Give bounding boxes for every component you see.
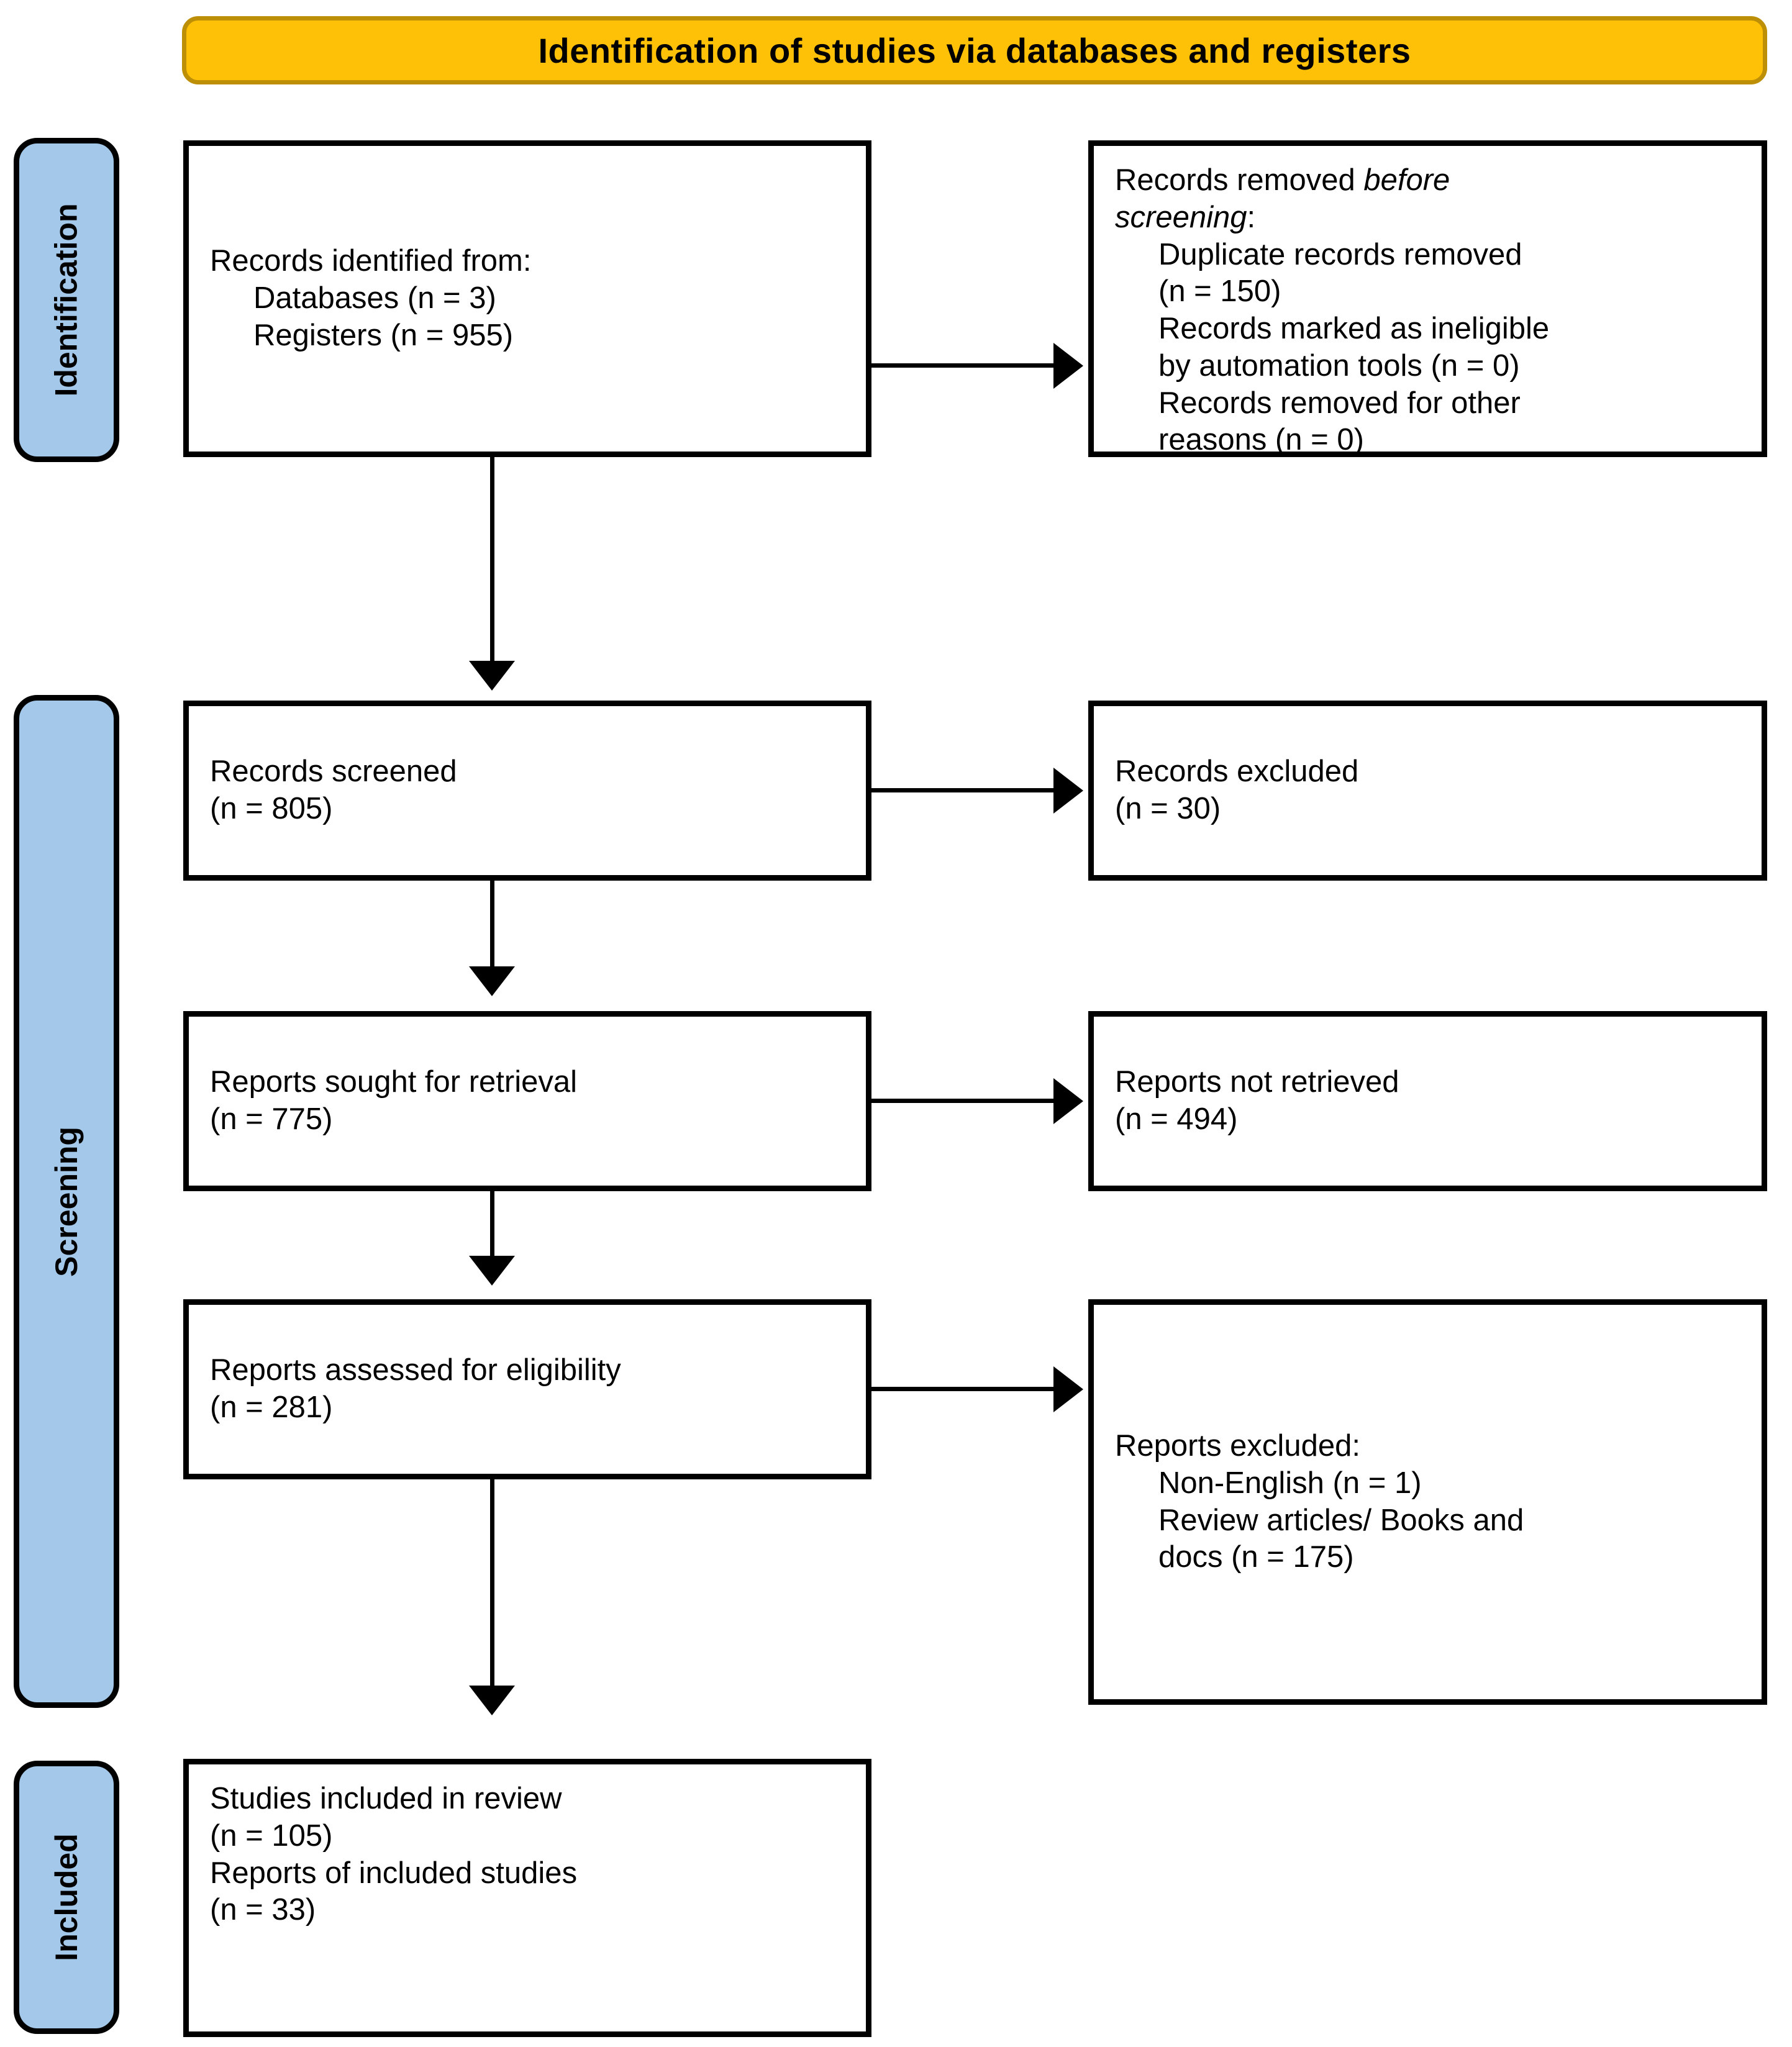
box-reports-assessed-text: Reports assessed for eligibility (n = 28…: [189, 1352, 642, 1427]
records-identified-databases: Databases (n = 3): [253, 281, 496, 315]
connector-line-screened-to-excluded: [871, 788, 1057, 792]
reports-sought-count: (n = 775): [210, 1102, 333, 1136]
reports-excluded-review-line1: Review articles/ Books and: [1158, 1503, 1524, 1537]
phase-label-identification: Identification: [49, 203, 84, 397]
reports-not-retrieved-label: Reports not retrieved: [1115, 1065, 1399, 1099]
arrowhead-right-to-reports-excluded: [1053, 1366, 1083, 1412]
box-records-screened: Records screened (n = 805): [183, 701, 871, 881]
removed-ineligible-line1: Records marked as ineligible: [1158, 312, 1550, 346]
reports-of-included-count: (n = 33): [210, 1893, 316, 1927]
arrowhead-down-to-assessed: [469, 1256, 515, 1286]
reports-of-included-label: Reports of included studies: [210, 1856, 578, 1890]
records-screened-label: Records screened: [210, 755, 457, 789]
connector-line-sought-to-assessed: [490, 1191, 494, 1262]
box-records-identified: Records identified from: Databases (n = …: [183, 140, 871, 457]
phase-label-screening: Screening: [49, 1126, 84, 1277]
box-reports-excluded-text: Reports excluded: Non-English (n = 1) Re…: [1094, 1428, 1545, 1576]
removed-ineligible-line2: by automation tools (n = 0): [1158, 348, 1520, 383]
box-records-excluded: Records excluded (n = 30): [1088, 701, 1767, 881]
box-records-excluded-text: Records excluded (n = 30): [1094, 753, 1380, 828]
box-records-removed-text: Records removed before screening: Duplic…: [1094, 146, 1570, 459]
reports-sought-label: Reports sought for retrieval: [210, 1065, 577, 1099]
connector-line-identified-to-screened: [490, 457, 494, 666]
connector-line-assessed-to-included: [490, 1479, 494, 1691]
reports-excluded-label: Reports excluded:: [1115, 1428, 1360, 1463]
arrowhead-right-to-not-retrieved: [1053, 1078, 1083, 1124]
phase-tab-included: Included: [14, 1761, 119, 2034]
removed-before-colon: :: [1247, 200, 1256, 234]
box-reports-not-retrieved-text: Reports not retrieved (n = 494): [1094, 1064, 1421, 1138]
studies-included-count: (n = 105): [210, 1818, 333, 1853]
box-records-removed-before-screening: Records removed before screening: Duplic…: [1088, 140, 1767, 457]
box-reports-assessed-for-eligibility: Reports assessed for eligibility (n = 28…: [183, 1299, 871, 1479]
removed-before-italic-screening: screening: [1115, 200, 1247, 234]
connector-line-screened-to-sought: [490, 881, 494, 973]
reports-excluded-non-english: Non-English (n = 1): [1158, 1466, 1422, 1500]
removed-other-line1: Records removed for other: [1158, 386, 1521, 420]
reports-not-retrieved-count: (n = 494): [1115, 1102, 1238, 1136]
arrowhead-down-to-included: [469, 1686, 515, 1715]
reports-assessed-count: (n = 281): [210, 1391, 333, 1424]
reports-excluded-review-line2: docs (n = 175): [1158, 1540, 1354, 1574]
box-studies-included-text: Studies included in review (n = 105) Rep…: [189, 1764, 598, 1929]
phase-label-included: Included: [49, 1833, 84, 1961]
connector-line-sought-to-not-retrieved: [871, 1099, 1057, 1103]
connector-line-assessed-to-reports-excluded: [871, 1387, 1057, 1391]
records-identified-registers: Registers (n = 955): [253, 318, 514, 352]
records-excluded-label: Records excluded: [1115, 755, 1359, 789]
diagram-header-banner: Identification of studies via databases …: [182, 16, 1767, 84]
records-screened-count: (n = 805): [210, 792, 333, 825]
phase-tab-screening: Screening: [14, 695, 119, 1708]
studies-included-label: Studies included in review: [210, 1782, 562, 1815]
removed-before-italic-before: before: [1363, 163, 1450, 197]
removed-before-line1: Records removed: [1115, 163, 1364, 197]
connector-line-identified-to-removed: [871, 363, 1057, 368]
box-reports-sought-for-retrieval: Reports sought for retrieval (n = 775): [183, 1011, 871, 1191]
removed-other-line2: reasons (n = 0): [1158, 423, 1364, 457]
reports-assessed-label: Reports assessed for eligibility: [210, 1353, 621, 1387]
box-reports-sought-text: Reports sought for retrieval (n = 775): [189, 1064, 598, 1138]
box-records-screened-text: Records screened (n = 805): [189, 753, 478, 828]
box-studies-included-in-review: Studies included in review (n = 105) Rep…: [183, 1759, 871, 2037]
box-records-identified-text: Records identified from: Databases (n = …: [189, 243, 552, 354]
records-excluded-count: (n = 30): [1115, 792, 1221, 825]
arrowhead-down-to-screened: [469, 661, 515, 691]
records-identified-line1: Records identified from:: [210, 244, 532, 278]
page-title: Identification of studies via databases …: [538, 30, 1411, 70]
arrowhead-right-to-records-excluded: [1053, 768, 1083, 814]
arrowhead-right-to-removed: [1053, 343, 1083, 389]
phase-tab-identification: Identification: [14, 138, 119, 462]
removed-duplicate-n: (n = 150): [1158, 275, 1281, 309]
removed-duplicate-records: Duplicate records removed: [1158, 237, 1522, 271]
box-reports-excluded: Reports excluded: Non-English (n = 1) Re…: [1088, 1299, 1767, 1705]
arrowhead-down-to-sought: [469, 966, 515, 996]
box-reports-not-retrieved: Reports not retrieved (n = 494): [1088, 1011, 1767, 1191]
